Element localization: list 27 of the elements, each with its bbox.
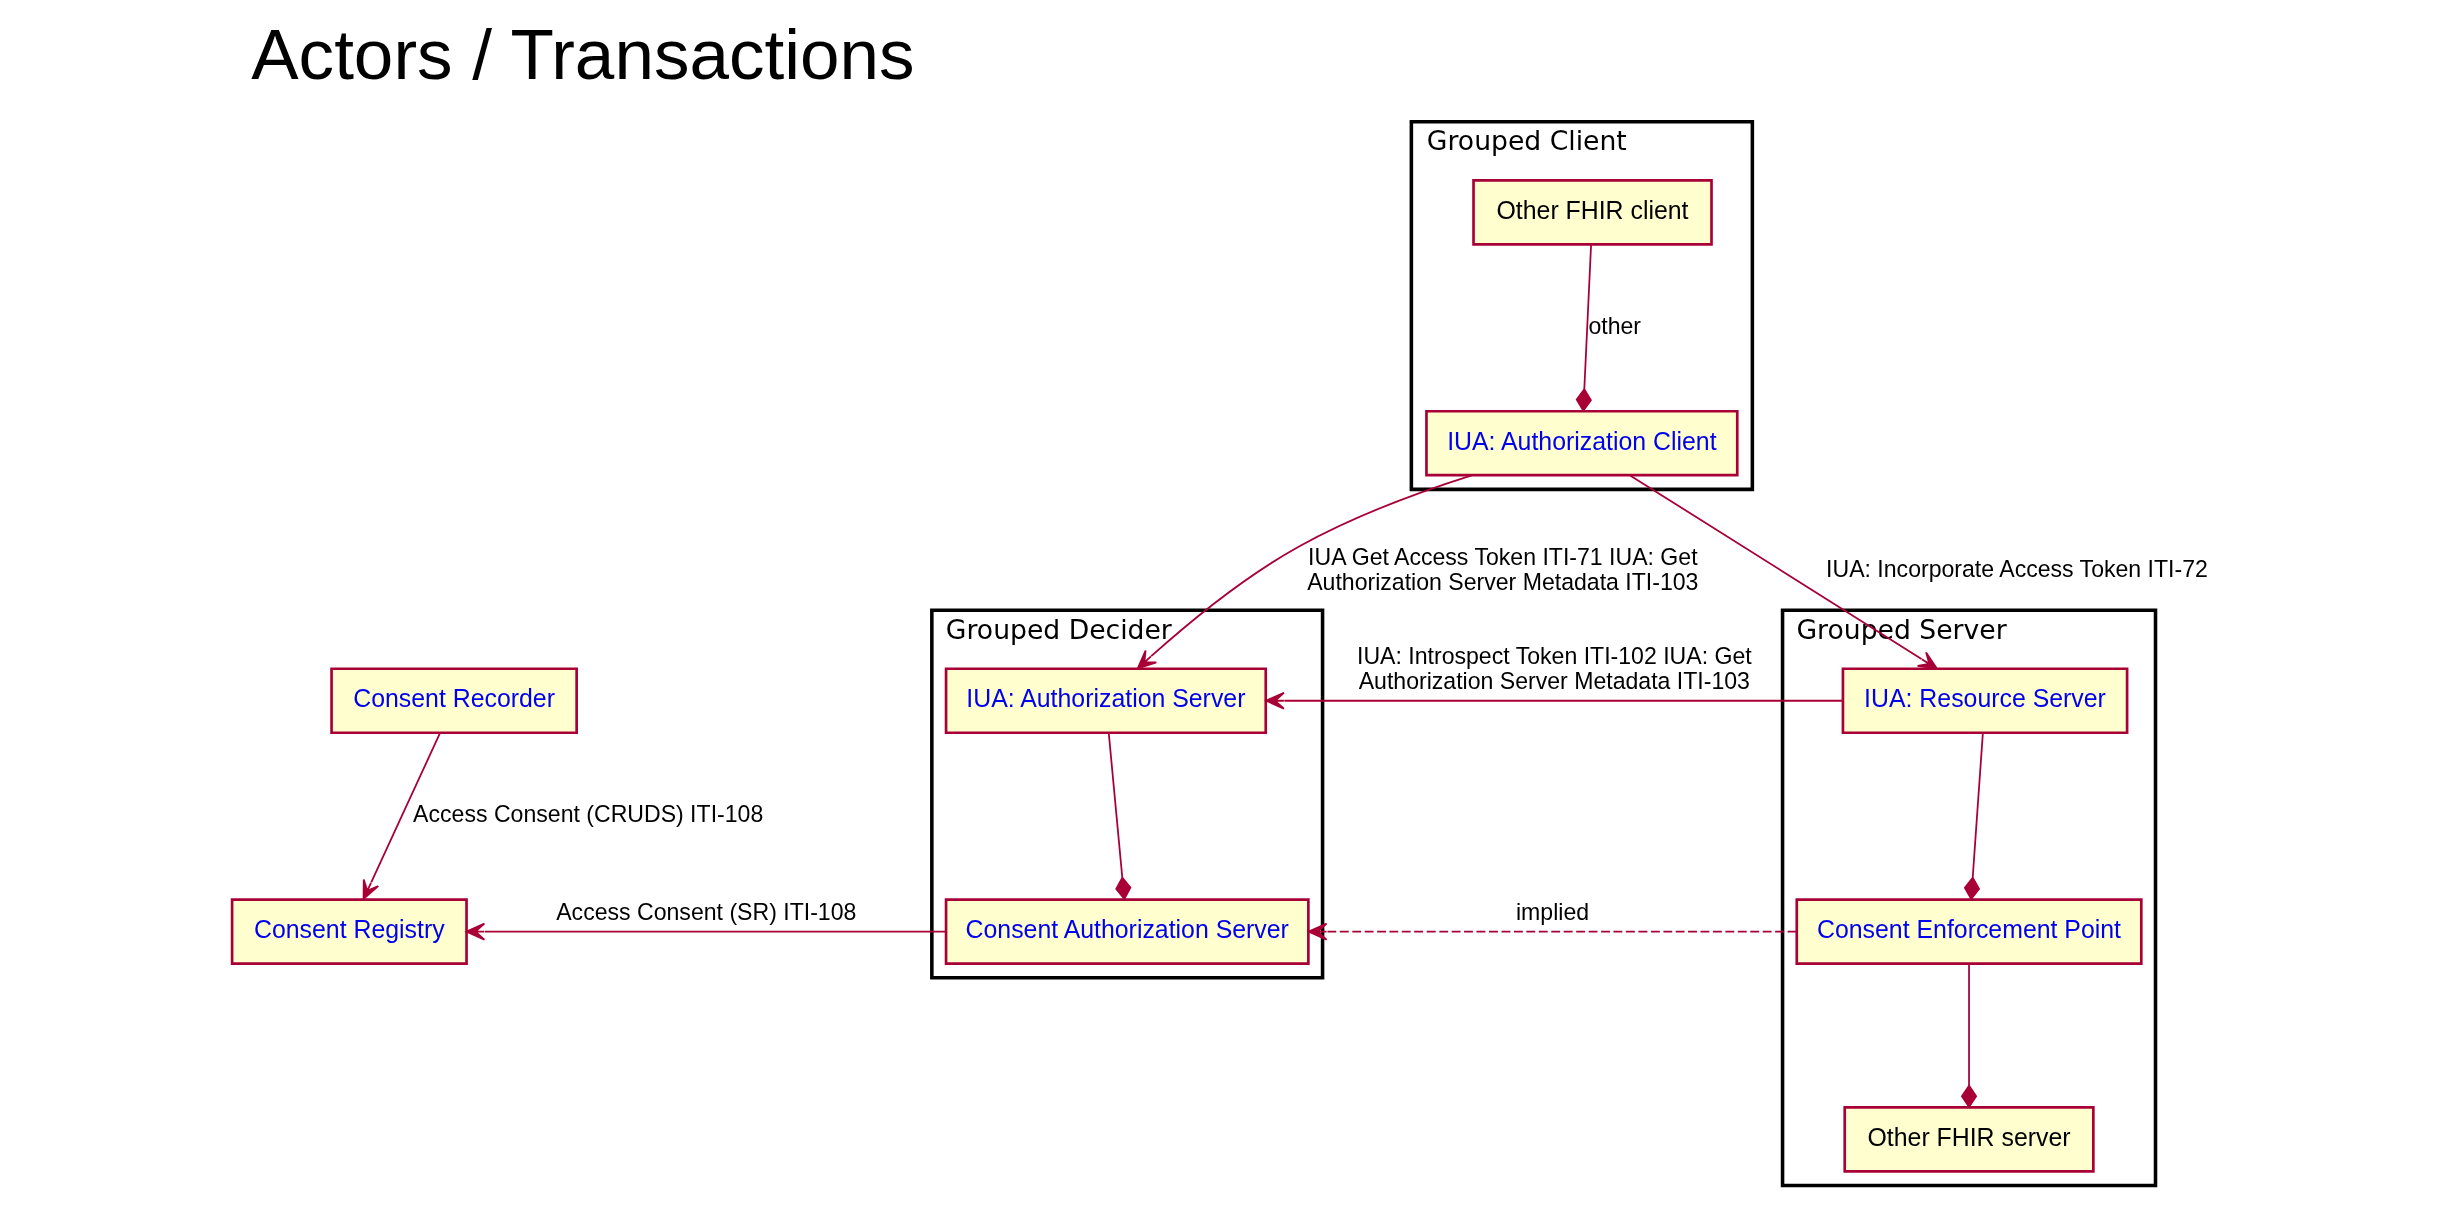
node-box: Consent Enforcement Point <box>1794 898 2143 965</box>
connector <box>1575 243 1592 413</box>
edge-label: other <box>1587 312 1641 339</box>
node-box: IUA: Authorization Server <box>944 667 1267 735</box>
arrow <box>1136 474 1473 670</box>
arrow <box>1264 691 1843 710</box>
node-box: Other FHIR client <box>1471 179 1713 246</box>
edge-label: IUA Get Access Token ITI-71 IUA: Get Authorization Server Metadata ITI-103 <box>1306 543 1698 595</box>
edge-label: Access Consent (CRUDS) ITI-108 <box>412 801 763 828</box>
edge-label: implied <box>1515 898 1589 925</box>
connector <box>1960 963 1977 1109</box>
node-box: IUA: Resource Server <box>1841 667 2128 735</box>
connector <box>1107 732 1131 901</box>
node-box: Other FHIR server <box>1842 1106 2095 1173</box>
edge-label: IUA: Introspect Token ITI-102 IUA: Get Authorization Server Metadata ITI-103 <box>1356 643 1752 695</box>
node-box: Consent Recorder <box>329 667 578 735</box>
connector <box>1963 732 1984 901</box>
arrow <box>465 922 947 941</box>
arrow <box>1629 474 1938 670</box>
edge-label: IUA: Incorporate Access Token ITI-72 <box>1825 556 2208 583</box>
node-box: Consent Registry <box>230 898 468 965</box>
arrow <box>362 732 441 900</box>
edge-label: Access Consent (SR) ITI-108 <box>555 898 856 925</box>
node-box: Consent Authorization Server <box>944 898 1310 965</box>
diagram-title: Actors / Transactions <box>250 15 914 95</box>
arrow <box>1307 922 1797 941</box>
node-box: IUA: Authorization Client <box>1424 409 1739 477</box>
